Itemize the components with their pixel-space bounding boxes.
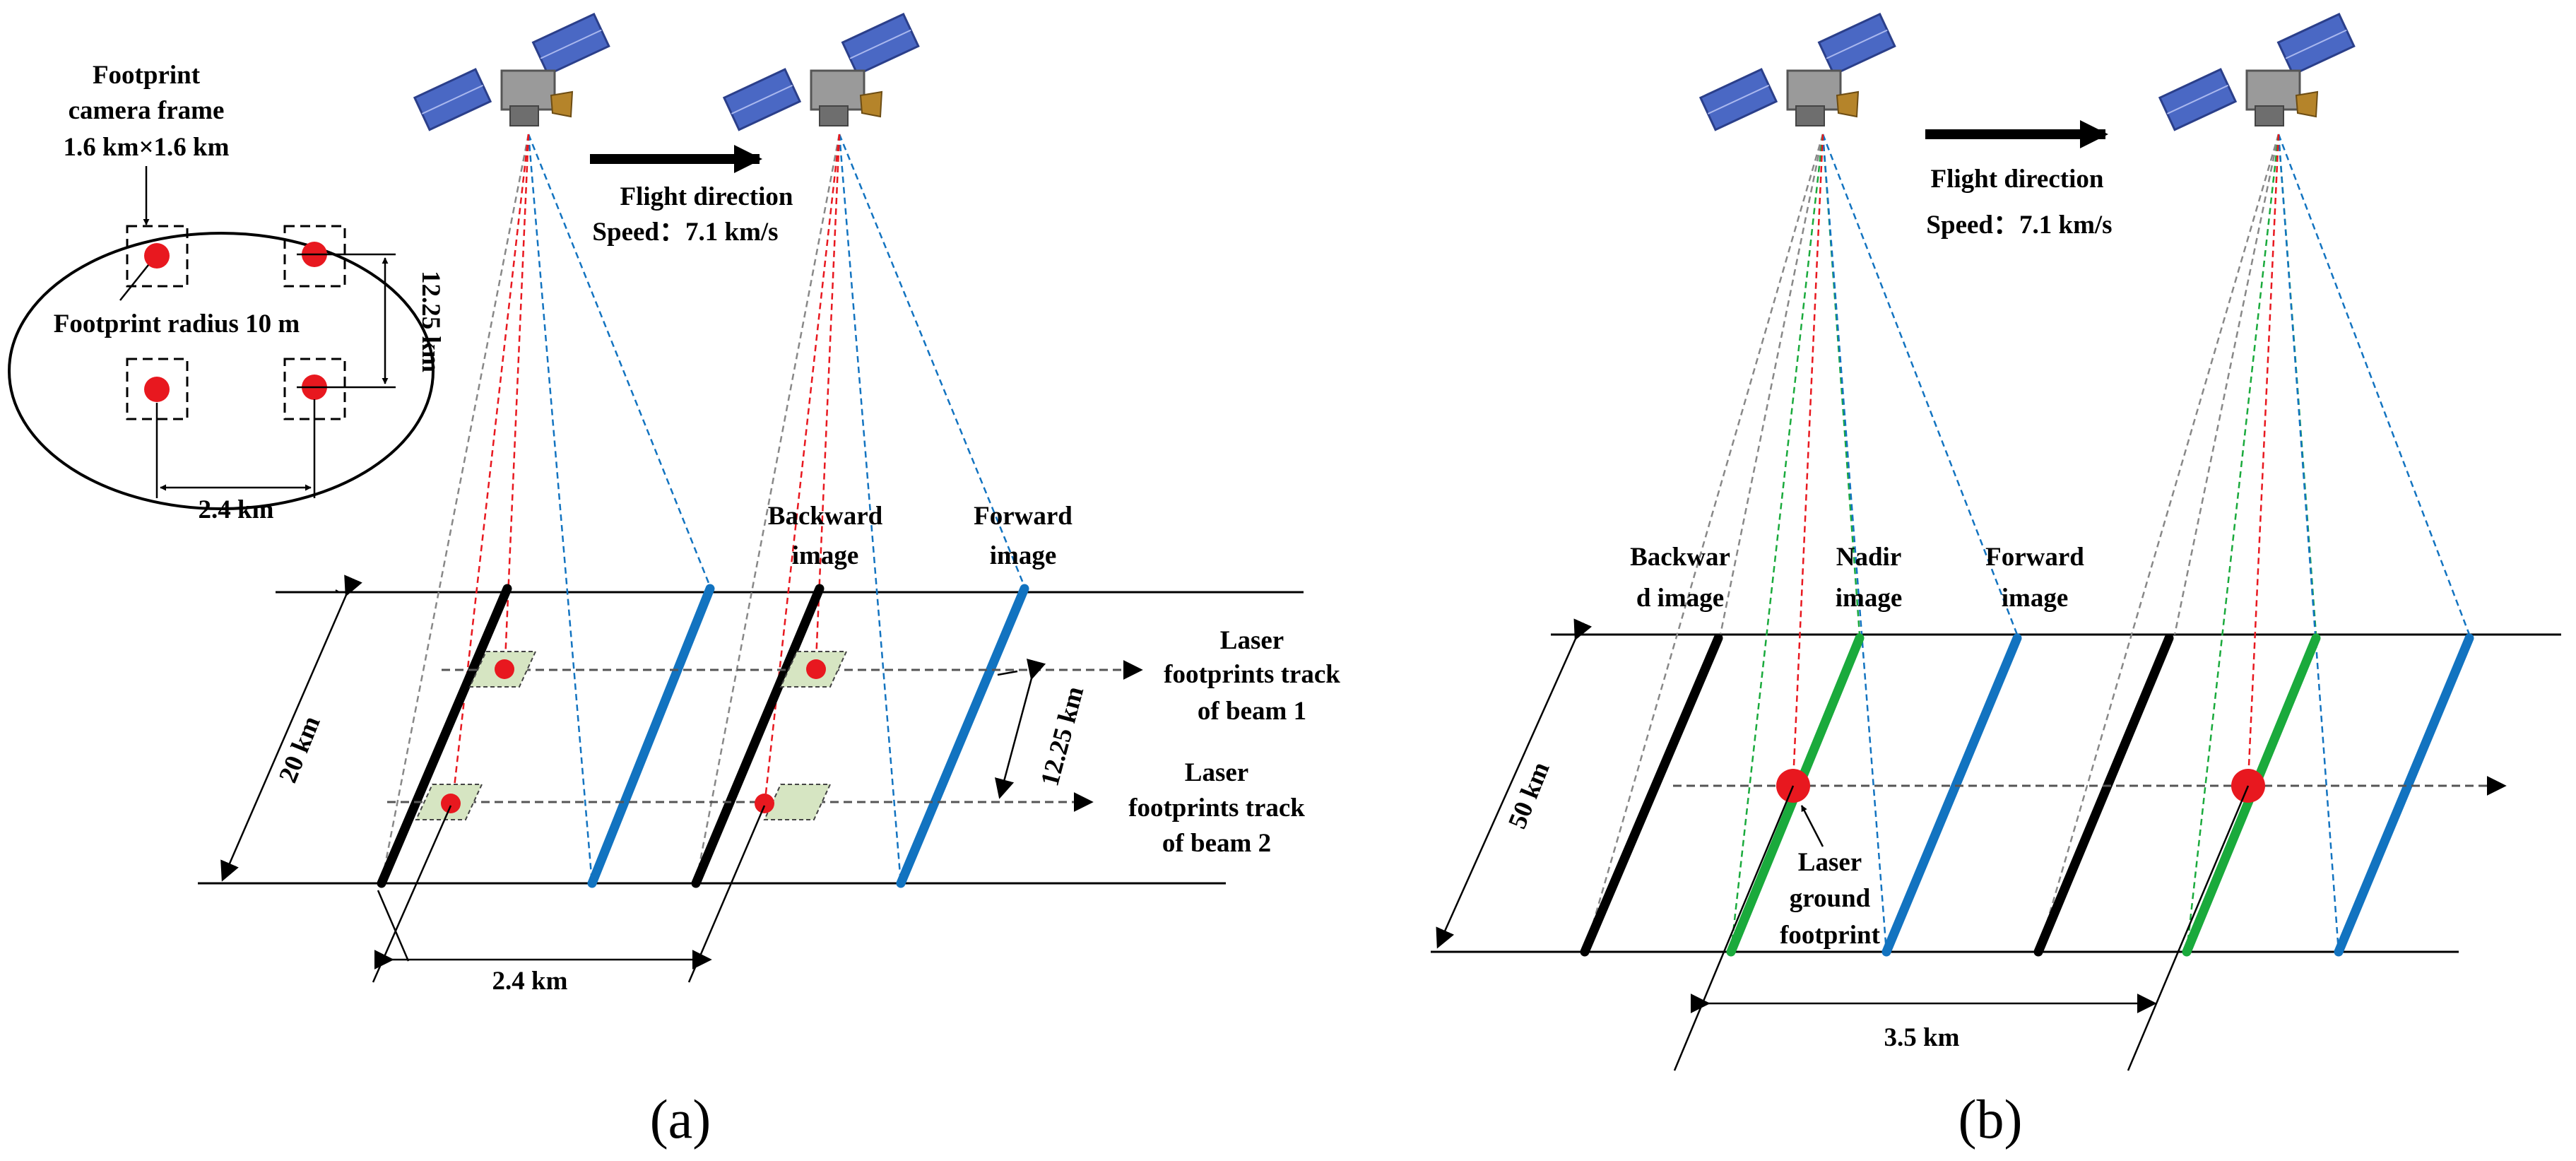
- camera-frame: [283, 225, 346, 288]
- camera-frame: [283, 358, 346, 420]
- satellite-icon: [2158, 13, 2356, 131]
- camera-frame: [126, 358, 189, 420]
- footprint-radius-label: Footprint radius 10 m: [54, 310, 300, 338]
- track-spacing-dimension: [994, 659, 1046, 799]
- along-track-label: 3.5 km: [1884, 1023, 1960, 1052]
- speed-label: Speed：7.1 km/s: [1926, 211, 2112, 240]
- panel-b: Flight direction Speed：7.1 km/s: [1431, 13, 2561, 1150]
- backward-image-strip-2: [2033, 633, 2174, 957]
- flight-direction-label: Flight direction: [1931, 165, 2104, 194]
- caption-a: (a): [650, 1088, 711, 1150]
- inset-vertical-spacing: 12.25 km: [416, 271, 445, 372]
- flight-direction-label: Flight direction: [620, 182, 793, 211]
- swath-width-label: 50 km: [1503, 758, 1556, 833]
- laser-footprint-label-3: footprint: [1780, 921, 1881, 950]
- forward-image-label-2: image: [2002, 584, 2069, 613]
- swath-width-dimension: [1436, 618, 1593, 949]
- camera-frame: [126, 225, 189, 288]
- forward-image-strip-1: [587, 584, 715, 888]
- camera-frame-label-2: camera frame: [69, 96, 225, 125]
- panel-a: Flight direction Speed：7.1 km/s: [8, 13, 1340, 1150]
- nadir-image-label-2: image: [1836, 584, 1903, 613]
- backward-image-label-2: d image: [1636, 584, 1724, 613]
- satellite-icon: [413, 13, 610, 131]
- laser-footprint-label-1: Laser: [1798, 848, 1862, 877]
- laser-footprint-label-2: ground: [1790, 884, 1871, 913]
- footprint-inset: Footprint camera frame 1.6 km×1.6 km Foo…: [8, 61, 445, 524]
- viewing-rays-b1: [1583, 134, 2019, 953]
- satellite-icon: [723, 13, 920, 131]
- inset-horizontal-spacing: 2.4 km: [199, 495, 274, 524]
- laser-footprint-a2: [779, 651, 848, 688]
- camera-frame-label-3: 1.6 km×1.6 km: [64, 133, 230, 162]
- forward-image-strip-1: [1881, 633, 2022, 957]
- caption-b: (b): [1958, 1088, 2023, 1150]
- backward-image-label: Backwar: [1630, 543, 1730, 572]
- camera-frame-label-1: Footprint: [93, 61, 201, 90]
- backward-image-strip-2: [691, 584, 825, 888]
- forward-image-strip-2: [2334, 633, 2474, 957]
- swath-width-dimension: [220, 574, 362, 882]
- beam2-label-1: Laser: [1185, 758, 1248, 787]
- beam2-label-2: footprints track: [1128, 794, 1305, 823]
- beam1-label-2: footprints track: [1164, 660, 1340, 689]
- forward-image-strip-2: [896, 584, 1029, 888]
- beam2-label-3: of beam 2: [1162, 829, 1271, 858]
- laser-footprint-a1: [468, 651, 537, 688]
- forward-image-label: Forward: [974, 502, 1073, 531]
- laser-footprint-a4: [755, 784, 832, 820]
- backward-image-label: Backward: [768, 502, 883, 531]
- satellite-icon: [1699, 13, 1896, 131]
- speed-label: Speed：7.1 km/s: [592, 218, 778, 247]
- laser-footprint-a3: [415, 784, 483, 820]
- backward-image-strip-1: [1580, 633, 1723, 957]
- along-track-label: 2.4 km: [492, 967, 568, 996]
- backward-image-label-2: image: [792, 541, 859, 570]
- track-spacing-label: 12.25 km: [1035, 683, 1089, 789]
- beam1-label-1: Laser: [1220, 626, 1284, 655]
- forward-image-label: Forward: [1985, 543, 2084, 572]
- backward-image-strip-1: [377, 584, 512, 888]
- viewing-rays-b2: [2037, 134, 2471, 953]
- swath-width-label: 20 km: [273, 712, 326, 787]
- forward-image-label-2: image: [990, 541, 1057, 570]
- beam1-label-3: of beam 1: [1198, 697, 1306, 726]
- nadir-image-label: Nadir: [1836, 543, 1902, 572]
